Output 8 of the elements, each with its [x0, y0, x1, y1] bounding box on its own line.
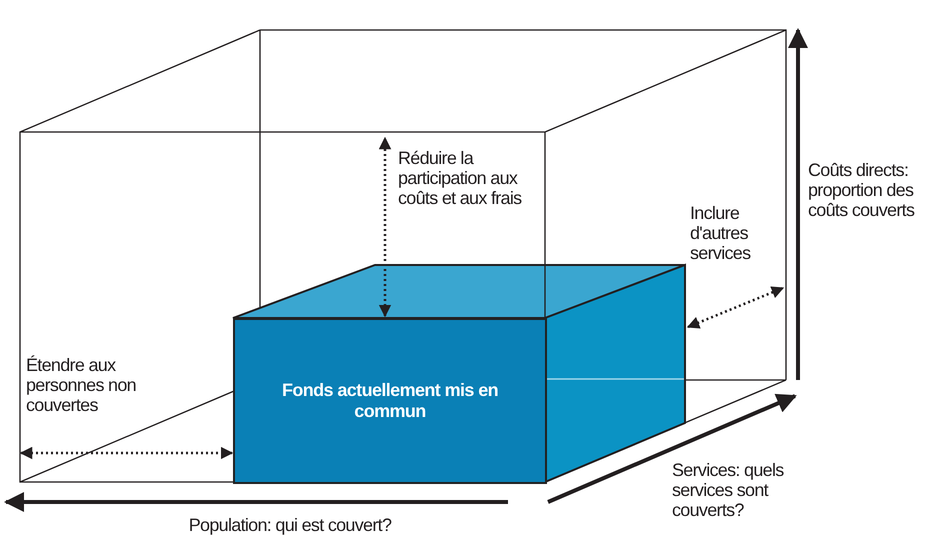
axis-label: Population: qui est couvert?	[188, 515, 392, 536]
pooled-funds-box	[233, 318, 547, 484]
axis-label: Coûts directs: proportion des coûts couverts	[808, 160, 916, 220]
axis-label: Inclure d'autres services	[690, 203, 752, 264]
axis-label: Étendre aux personnes non couvertes	[26, 355, 137, 416]
box-text: Fonds actuellement mis en commun	[280, 380, 500, 422]
axis-label: Services: quels services sont couverts?	[672, 460, 785, 520]
axis-label: Réduire la participation aux coûts et aux frais	[398, 148, 522, 208]
